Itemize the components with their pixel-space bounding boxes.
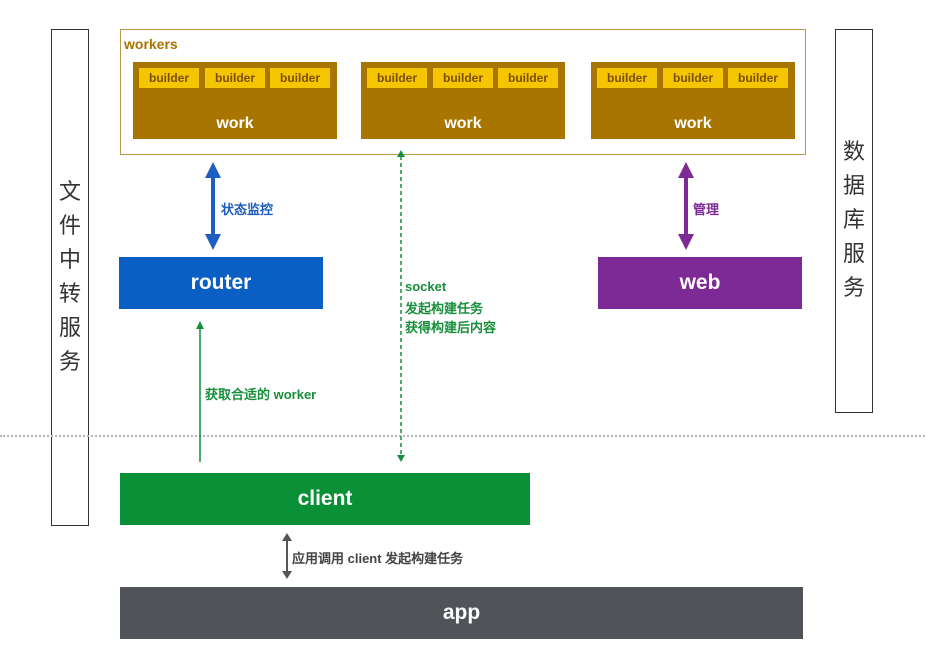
builder-node: builder [597,68,657,88]
panel-char: 库 [842,208,865,233]
panel-char: 服 [58,315,81,341]
router-node: router [119,257,323,309]
work-node-3: builder builder builder work [591,62,795,139]
work-node-2: builder builder builder work [361,62,565,139]
panel-char: 文 [58,179,81,205]
web-node: web [598,257,802,309]
app-node: app [120,587,803,639]
work-label: work [674,115,712,132]
builder-node: builder [433,68,493,88]
builder-node: builder [498,68,558,88]
manage-arrow [678,162,694,250]
builder-node: builder [139,68,199,88]
file-transfer-service-panel: 文 件 中 转 服 务 [51,29,89,526]
socket-label-line2: 发起构建任务 [405,301,484,316]
database-service-panel: 数 据 库 服 务 [835,29,873,413]
builder-node: builder [663,68,723,88]
work-node-1: builder builder builder work [133,62,337,139]
client-node: client [120,473,530,525]
builder-node: builder [728,68,788,88]
builder-node: builder [205,68,265,88]
builder-node: builder [367,68,427,88]
workers-label: workers [124,36,178,52]
status-monitor-arrow [205,162,221,250]
panel-char: 务 [842,276,865,301]
manage-label: 管理 [693,202,720,217]
panel-char: 务 [58,349,81,375]
status-monitor-label: 状态监控 [221,202,274,217]
app-call-label: 应用调用 client 发起构建任务 [292,551,464,566]
panel-char: 转 [58,281,81,307]
builder-node: builder [270,68,330,88]
get-worker-arrow [196,321,204,462]
work-label: work [444,115,482,132]
work-label: work [216,115,254,132]
panel-char: 数 [842,140,865,165]
app-call-arrow [282,533,292,579]
get-worker-label: 获取合适的 worker [205,387,317,402]
socket-label: socket [405,279,447,294]
panel-char: 据 [842,174,865,199]
boundary-dotted-line [0,435,925,437]
panel-char: 中 [58,247,81,273]
socket-arrow [397,150,405,462]
socket-label-line3: 获得构建后内容 [405,320,497,335]
panel-char: 件 [58,213,81,239]
panel-char: 服 [842,242,865,267]
